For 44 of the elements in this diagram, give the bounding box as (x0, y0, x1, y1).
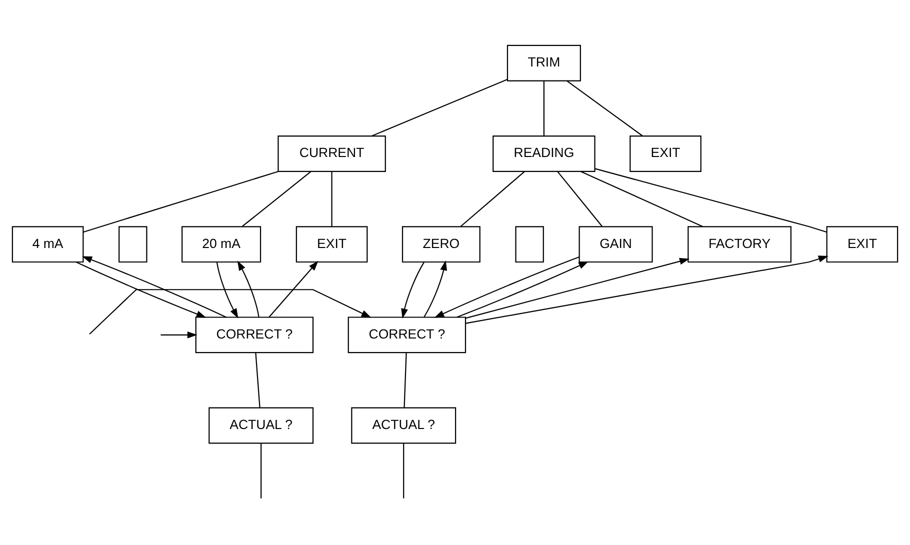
connector (372, 78, 508, 136)
arrow (466, 258, 690, 319)
node-box: ACTUAL ? (351, 407, 456, 444)
arrow (456, 261, 589, 318)
arrow (466, 256, 828, 324)
connector (255, 352, 260, 408)
connector (331, 171, 332, 226)
node-box: EXIT (826, 226, 898, 263)
node-box: 20 mA (182, 226, 262, 263)
arrow (160, 331, 198, 338)
node-box: ACTUAL ? (208, 407, 314, 444)
arrow (76, 262, 206, 318)
connector (403, 443, 404, 498)
arrow (268, 260, 318, 318)
node-box: ZERO (402, 226, 480, 263)
node-box: EXIT (630, 135, 702, 172)
arrow (216, 262, 238, 318)
connector (594, 168, 827, 233)
node-box (118, 226, 148, 263)
connector (83, 170, 278, 233)
arrow (434, 256, 580, 318)
connector (566, 80, 643, 136)
connector (404, 352, 407, 408)
node-box: READING (492, 135, 596, 172)
node-box (515, 226, 544, 263)
node-box: TRIM (506, 44, 581, 82)
arrow (89, 289, 372, 335)
arrow (401, 262, 425, 319)
connector (460, 171, 525, 227)
node-box: CORRECT ? (348, 316, 466, 354)
arrow (424, 260, 448, 318)
connector (557, 171, 603, 227)
connector (260, 443, 262, 498)
connector (543, 80, 544, 136)
node-box: CORRECT ? (195, 316, 314, 354)
arrow (237, 260, 260, 318)
connector (242, 171, 312, 227)
arrow (82, 256, 226, 318)
node-box: 4 mA (12, 226, 84, 263)
node-box: EXIT (296, 226, 368, 263)
node-box: GAIN (578, 226, 653, 263)
node-box: FACTORY (688, 226, 792, 263)
node-box: CURRENT (278, 135, 386, 172)
connector (580, 170, 703, 228)
